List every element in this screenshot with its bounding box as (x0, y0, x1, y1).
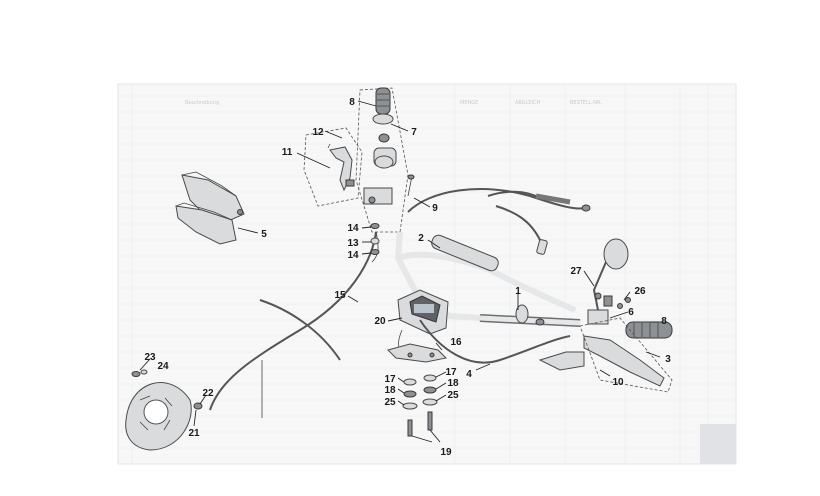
callout-25-right: 25 (447, 390, 459, 401)
right-grip (625, 321, 673, 339)
right-control-assembly (538, 238, 673, 393)
callout-17-right: 17 (445, 367, 457, 378)
callout-3: 3 (665, 354, 671, 365)
callout-11: 11 (282, 147, 293, 158)
clutch-lever-perch (538, 351, 585, 371)
bg-header-partno: BESTELL-NR. (570, 100, 602, 106)
callout-8-throttle-grip: 8 (349, 97, 355, 108)
leader-lines (139, 100, 661, 443)
callout-9: 9 (432, 203, 438, 214)
speedometer-cable (209, 231, 379, 418)
callout-18-right: 18 (447, 378, 459, 389)
callout-labels: 8 7 12 11 9 5 14 13 14 2 15 1 20 27 26 6… (144, 97, 671, 458)
throttle-grip (375, 87, 391, 115)
callout-21: 21 (188, 428, 200, 439)
throttle-assembly (355, 87, 415, 233)
callout-25-left: 25 (384, 397, 396, 408)
callout-15: 15 (334, 290, 346, 301)
callout-2: 2 (418, 233, 424, 244)
bg-header-desc: Beschreibung (185, 100, 219, 106)
callout-18-left: 18 (384, 385, 396, 396)
throttle-clamp (363, 187, 393, 205)
handguard-upper (181, 174, 245, 223)
handguards (175, 171, 245, 245)
handguard-lower (175, 205, 237, 245)
callout-4: 4 (466, 369, 472, 380)
callout-14-upper: 14 (347, 223, 359, 234)
trip-meter (397, 289, 449, 335)
callout-17-left: 17 (384, 374, 396, 385)
handlebar-pad (431, 234, 499, 272)
callout-26: 26 (634, 286, 646, 297)
callout-10: 10 (612, 377, 624, 388)
callout-7: 7 (411, 127, 417, 138)
callout-12: 12 (312, 127, 324, 138)
bolt-stack-left (370, 223, 380, 255)
throttle-tube-flange (372, 113, 394, 125)
brake-lever (583, 335, 665, 387)
callout-14-lower: 14 (347, 250, 359, 261)
callout-23: 23 (144, 352, 156, 363)
callout-19: 19 (440, 447, 452, 458)
master-cylinder (587, 309, 609, 325)
brake-disc (125, 369, 203, 451)
callout-24: 24 (157, 361, 169, 372)
callout-20: 20 (374, 316, 386, 327)
bg-header-qty: MENGE (460, 100, 478, 106)
bg-header-match: ABGLEICH (515, 100, 541, 106)
mirror (603, 238, 629, 270)
choke-lever-group (303, 127, 363, 207)
clutch-cable (407, 188, 591, 255)
meter-bracket (387, 343, 448, 363)
callout-8-right-grip: 8 (661, 316, 667, 327)
callout-1: 1 (515, 286, 521, 297)
callout-27: 27 (570, 266, 582, 277)
callout-22: 22 (202, 388, 214, 399)
callout-16: 16 (450, 337, 462, 348)
choke-lever (329, 146, 353, 192)
callout-6: 6 (628, 307, 634, 318)
callout-13: 13 (347, 238, 359, 249)
washers-and-bolts (402, 374, 438, 437)
handlebar-clamp (515, 304, 529, 324)
callout-5: 5 (261, 229, 267, 240)
